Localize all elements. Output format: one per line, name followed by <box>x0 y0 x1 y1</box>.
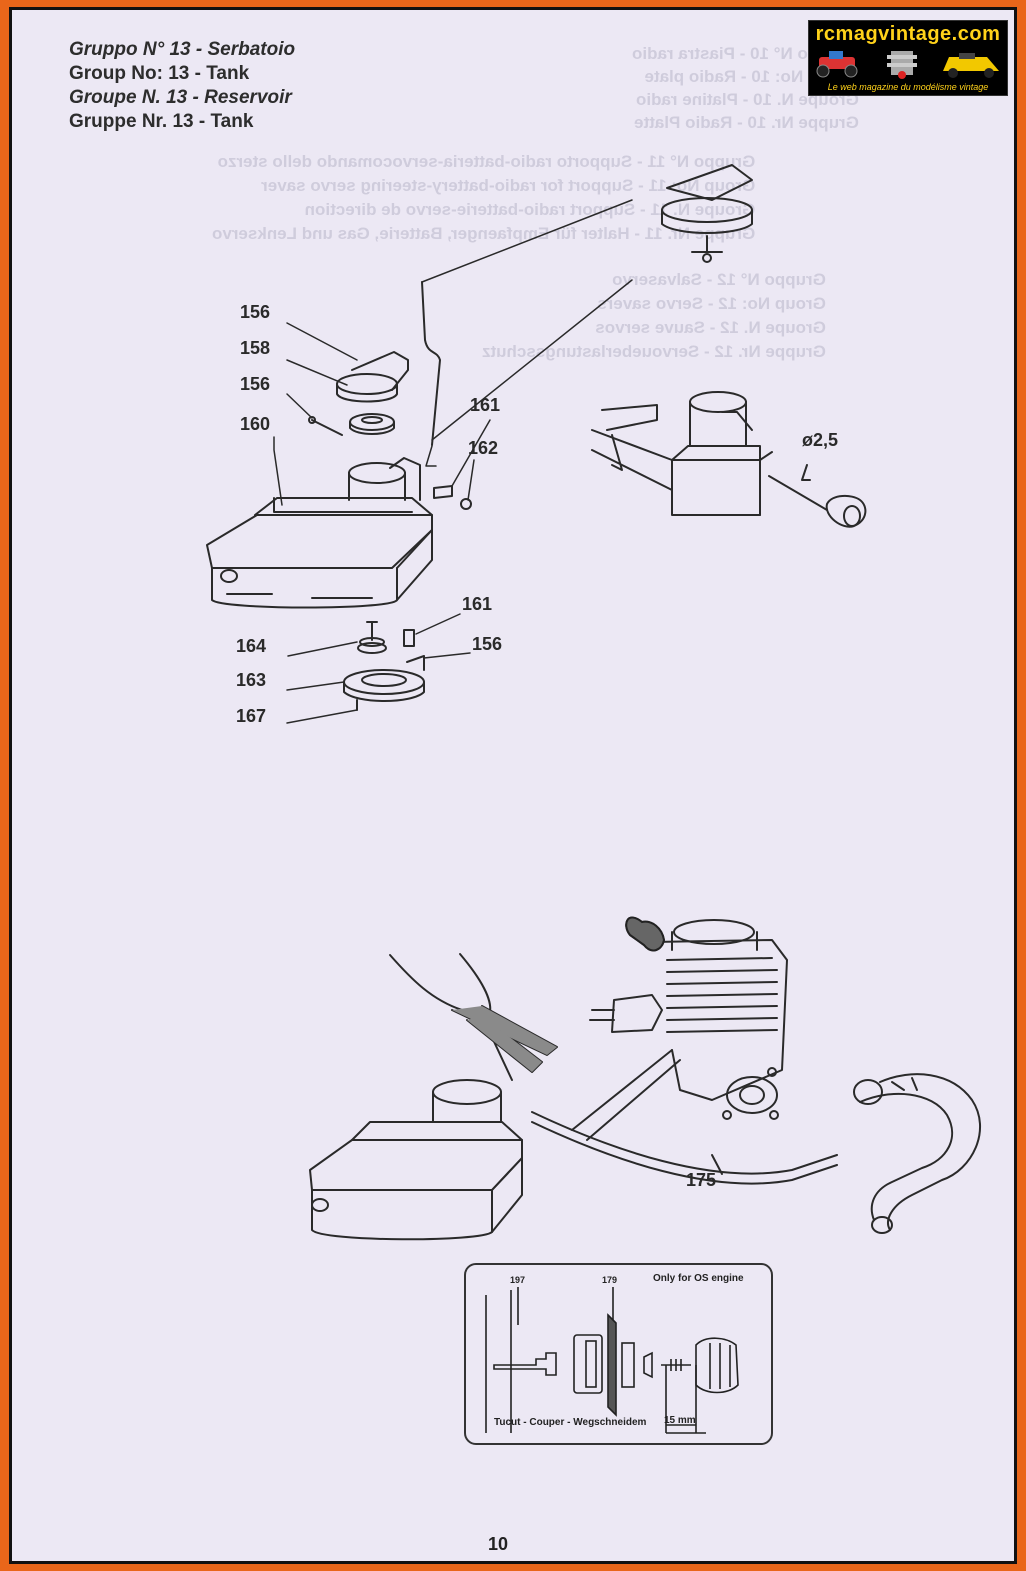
os-engine-inset: Only for OS engine 197 179 Tucut - Cou <box>464 1263 773 1445</box>
part-label-179: 179 <box>602 1275 618 1285</box>
exploded-view-drawing <box>206 164 982 1241</box>
nipple-161 <box>433 485 453 499</box>
drill-diameter-label: ø2,5 <box>802 430 839 450</box>
part-label-160: 160 <box>240 414 271 434</box>
fuel-line-175 <box>531 1049 838 1185</box>
part-label-197: 197 <box>510 1275 526 1285</box>
logo-car-icons <box>816 51 999 79</box>
inset-cut-label: Tucut - Couper - Wegschneidem <box>494 1417 647 1428</box>
heading-german: Gruppe Nr. 13 - Tank <box>69 111 254 132</box>
part-label-175: 175 <box>686 1170 717 1190</box>
logo-title: rcmagvintage.com <box>815 23 1001 45</box>
buggy-icon <box>816 51 858 78</box>
tank-assembly-with-pliers <box>309 953 558 1241</box>
air-filter-sponge <box>625 916 666 952</box>
site-logo: rcmagvintage.com Le web magazine du <box>808 20 1008 96</box>
part-label-156: 156 <box>240 374 271 394</box>
heading-italian: Gruppo N° 13 - Serbatoio <box>69 39 296 60</box>
part-label-161: 161 <box>470 395 501 415</box>
engine-drawing <box>589 916 788 1120</box>
heading-french: Groupe N. 13 - Reservoir <box>69 87 292 108</box>
rubber-washer <box>349 413 395 435</box>
part-label-162: 162 <box>468 438 499 458</box>
part-label-156: 156 <box>472 634 503 654</box>
inset-dimension: 15 mm <box>664 1415 696 1426</box>
logo-subtitle: Le web magazine du modélisme vintage <box>827 82 989 92</box>
tank-cap-158 <box>336 351 409 403</box>
tank-clunk-wire <box>421 281 441 446</box>
group-heading: Gruppo N° 13 - Serbatoio Group No: 13 - … <box>69 38 295 134</box>
part-label-161: 161 <box>462 594 493 614</box>
nut-162 <box>460 498 472 510</box>
leader-lines <box>273 199 633 724</box>
inset-drawing <box>485 1287 739 1434</box>
pin-156 <box>311 419 343 436</box>
part-label-164: 164 <box>236 636 267 656</box>
engine-icon <box>887 51 917 79</box>
yellow-car-icon <box>943 53 999 78</box>
exhaust-pipe <box>853 1073 982 1234</box>
part-label-158: 158 <box>240 338 271 358</box>
part-label-163: 163 <box>236 670 267 690</box>
inset-note: Only for OS engine <box>653 1273 744 1284</box>
part-label-156: 156 <box>240 302 271 322</box>
cap-detail-callout <box>661 164 753 263</box>
drill-bit-detail <box>768 464 867 528</box>
heading-english: Group No: 13 - Tank <box>69 63 250 84</box>
tank-detail-right <box>591 391 773 516</box>
page-number: 10 <box>488 1534 509 1554</box>
fuel-tank-160 <box>206 457 433 609</box>
part-label-167: 167 <box>236 706 267 726</box>
plier-grip-hatch-2 <box>467 1016 542 1072</box>
bottom-cap-parts <box>343 621 425 711</box>
